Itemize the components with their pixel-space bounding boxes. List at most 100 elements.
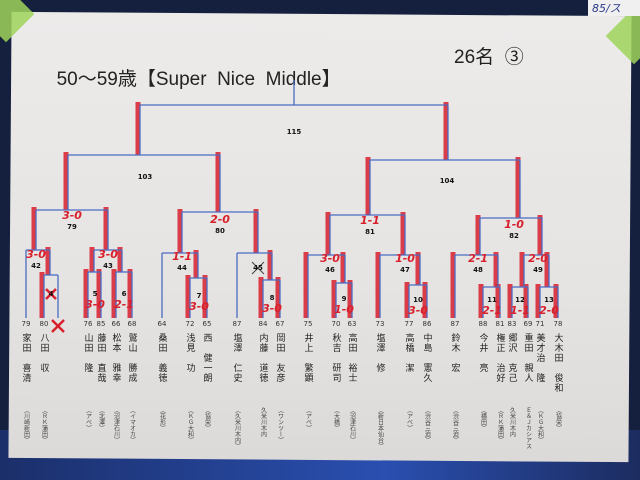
bracket-title: 50～59歳【Super Nice Middle】 26名 ③ bbox=[46, 42, 524, 113]
player-club: （川崎新田） bbox=[22, 407, 30, 443]
player-name: 鈴木 宏 bbox=[449, 333, 460, 373]
player-number: 71 bbox=[535, 320, 545, 328]
player-name: 郷沢 克己 bbox=[506, 333, 517, 383]
match-number: 43 bbox=[103, 262, 113, 270]
player-club: （協栄） bbox=[203, 407, 211, 431]
player-club: 久米川木内 bbox=[259, 407, 267, 437]
player-club: Ｅ＆Ｊカシアス bbox=[524, 407, 532, 449]
player-number: 84 bbox=[258, 320, 268, 328]
player-name: 秋吉 研司 bbox=[330, 333, 341, 383]
player-name: 岡田 友彦 bbox=[274, 333, 285, 383]
match-score: 3-0 bbox=[408, 304, 428, 317]
match-score: 2-1 bbox=[468, 252, 488, 265]
player-club: （北澤） bbox=[97, 407, 105, 431]
player-name: 井上 繁顕 bbox=[302, 333, 313, 383]
player-name: 松本 雅幸 bbox=[110, 333, 121, 383]
match-score: 1-0 bbox=[504, 218, 524, 231]
player-entry bbox=[50, 320, 66, 407]
match-score: 1-1 bbox=[360, 214, 380, 227]
match-number: 42 bbox=[31, 262, 41, 270]
player-club: （アベ） bbox=[405, 407, 413, 431]
player-number: 68 bbox=[127, 320, 137, 328]
player-club: （久米川木内） bbox=[233, 407, 241, 449]
match-score: 1-0 bbox=[395, 252, 415, 265]
player-name: 美才治 隆 bbox=[534, 333, 545, 383]
match-score: 1-1 bbox=[510, 304, 530, 317]
player-number: 64 bbox=[157, 320, 167, 328]
player-name: 重田 親人 bbox=[522, 333, 533, 383]
player-name: 山田 隆 bbox=[82, 333, 93, 373]
player-number: 79 bbox=[21, 320, 31, 328]
player-name: 鷲山 勝成 bbox=[126, 333, 137, 383]
player-number: 70 bbox=[331, 320, 341, 328]
player-name: 家田 喜清 bbox=[20, 333, 31, 383]
player-name: 内藤 道徳 bbox=[257, 333, 268, 383]
match-number: 7 bbox=[196, 292, 202, 300]
corner-note: 85/ス bbox=[588, 0, 640, 16]
match-number: 115 bbox=[286, 128, 302, 136]
match-score: 3-0 bbox=[62, 209, 82, 222]
match-number: 12 bbox=[515, 296, 525, 304]
player-number: 75 bbox=[303, 320, 313, 328]
match-score: 2-0 bbox=[539, 304, 559, 317]
match-number: 79 bbox=[67, 223, 77, 231]
player-club: （ＲＫ蒲田） bbox=[40, 407, 48, 443]
player-number: 63 bbox=[347, 320, 357, 328]
match-score: 1-0 bbox=[334, 303, 354, 316]
player-name: 今井 亮 bbox=[477, 333, 488, 373]
match-score: 2-0 bbox=[528, 252, 548, 265]
player-number: 85 bbox=[96, 320, 106, 328]
player-club: （横田） bbox=[479, 407, 487, 431]
match-number: 80 bbox=[215, 227, 225, 235]
player-name: 桑田 義徳 bbox=[156, 333, 167, 383]
player-club: （アベ） bbox=[304, 407, 312, 431]
withdrawn-mark-icon bbox=[51, 319, 65, 333]
match-score: 2-1 bbox=[482, 304, 502, 317]
match-number: 6 bbox=[121, 290, 127, 298]
player-entry: 85 藤田 直哉 （北澤） bbox=[93, 320, 109, 431]
match-number: 103 bbox=[137, 173, 153, 181]
player-name: 西 健一朗 bbox=[201, 333, 212, 383]
match-number: 48 bbox=[473, 266, 483, 274]
player-club: （アベ） bbox=[84, 407, 92, 431]
player-name: 浅見 功 bbox=[184, 333, 195, 373]
player-name: 中島 憲久 bbox=[421, 333, 432, 383]
title-main: 50～59歳【Super Nice Middle】 bbox=[56, 69, 341, 90]
match-number: 8 bbox=[269, 294, 275, 302]
player-club: （大橋） bbox=[332, 407, 340, 431]
match-number: 49 bbox=[533, 266, 543, 274]
player-number: 67 bbox=[275, 320, 285, 328]
match-number: 9 bbox=[341, 295, 347, 303]
player-entry: 64 桑田 義徳 （花形） bbox=[154, 320, 170, 431]
player-entry: 75 井上 繁顕 （アベ） bbox=[300, 320, 316, 431]
player-club: （沼津石川） bbox=[112, 407, 120, 443]
player-name: 塩澤 修 bbox=[374, 333, 385, 373]
match-score: 2-1 bbox=[114, 298, 134, 311]
match-score: 3-0 bbox=[26, 248, 46, 261]
cancelled-mark-icon bbox=[45, 288, 57, 300]
cancelled-mark-icon bbox=[251, 261, 265, 275]
player-number: 83 bbox=[507, 320, 517, 328]
player-entry: 70 秋吉 研司 （大橋） bbox=[328, 320, 344, 431]
player-club: （協栄） bbox=[554, 407, 562, 431]
player-number: 77 bbox=[404, 320, 414, 328]
match-number: 47 bbox=[400, 266, 410, 274]
match-number: 81 bbox=[365, 228, 375, 236]
player-number: 78 bbox=[553, 320, 563, 328]
player-number: 69 bbox=[523, 320, 533, 328]
match-number: 82 bbox=[509, 232, 519, 240]
player-club: （花形） bbox=[158, 407, 166, 431]
player-name: 藤田 直哉 bbox=[95, 333, 106, 383]
player-name: 高田 裕士 bbox=[346, 333, 357, 383]
match-number: 4 bbox=[48, 290, 54, 298]
